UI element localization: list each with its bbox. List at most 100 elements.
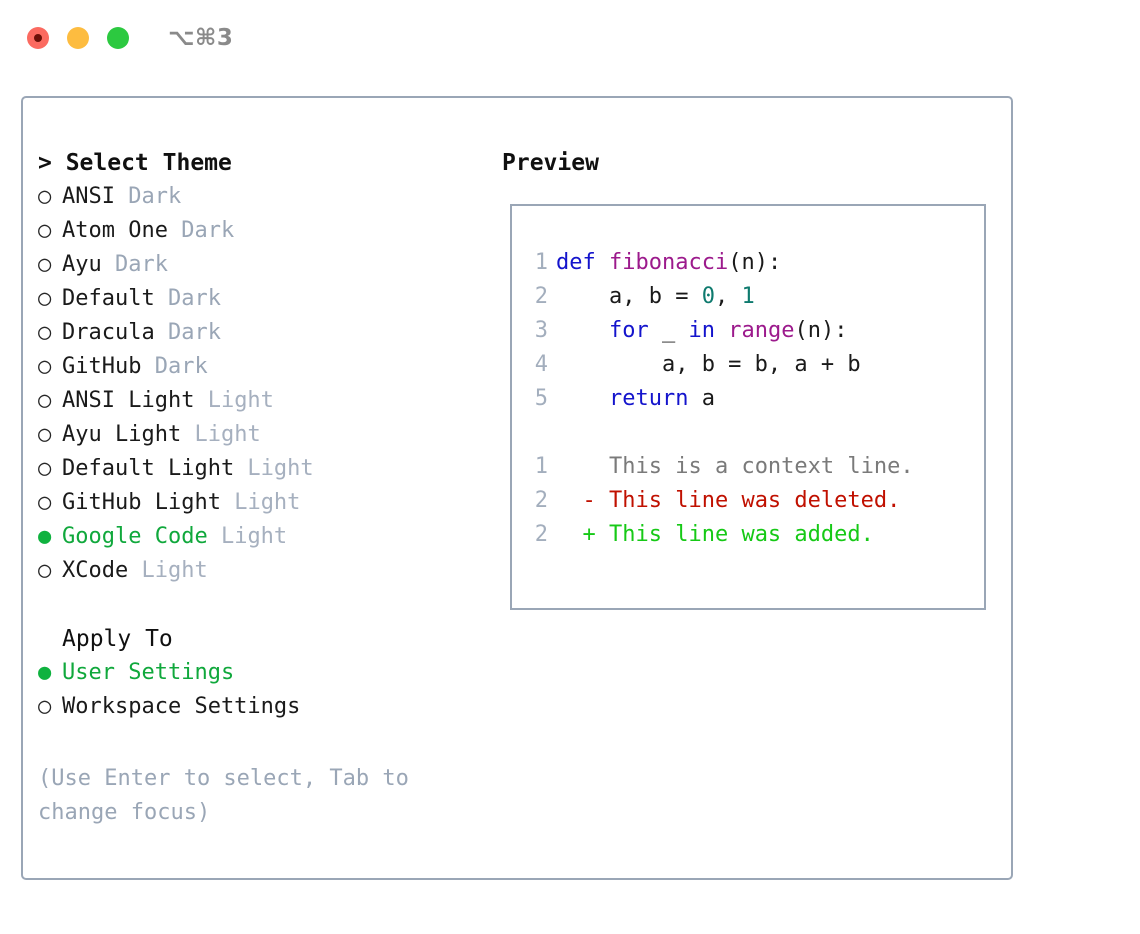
theme-option-4[interactable]: ○Dracula Dark [38,316,468,350]
theme-variant-tag: Dark [167,218,235,243]
code-token: a, b = b, a + b [556,352,861,377]
code-line: 5 return a [524,382,978,416]
theme-option-8[interactable]: ○ Default Light Light [38,452,468,486]
code-token: in [688,318,729,343]
line-number: 1 [534,250,548,275]
radio-unselected-icon: ○ [38,320,52,345]
theme-option-0[interactable]: ○ANSI Dark [38,180,468,214]
select-theme-heading: > Select Theme [38,150,232,176]
line-number: 3 [534,318,548,343]
code-token: 1 [741,284,755,309]
theme-option-label: Atom One [62,218,168,243]
line-number: 2 [534,284,548,309]
code-line: 4 a, b = b, a + b [524,348,978,382]
apply-to-option-list: ● User Settings ○ Workspace Settings [38,656,468,724]
theme-variant-tag: Dark [101,252,168,277]
diff-line-ctx: 1 This is a context line. [524,450,978,484]
diff-marker: + [556,522,596,547]
theme-variant-tag: Light [207,524,288,549]
theme-option-1[interactable]: ○ Atom One Dark [38,214,468,248]
theme-option-label: Default Light [62,456,235,481]
theme-option-label: Default [62,286,155,311]
main-panel: > Select Theme ○ANSI Dark○Atom One Dark○… [21,96,1013,880]
apply-to-heading: Apply To [62,626,173,652]
code-token: _ [661,318,689,343]
radio-unselected-icon: ○ [38,694,52,719]
radio-unselected-icon: ○ [38,388,52,413]
theme-option-label: Google Code [62,524,208,549]
code-token: (n): [794,318,848,343]
theme-variant-tag: Dark [154,320,221,345]
theme-option-6[interactable]: ○ ANSI Light Light [38,384,468,418]
radio-unselected-icon: ○ [38,558,52,583]
theme-option-9[interactable]: ○ GitHub Light Light [38,486,468,520]
code-token: a, b = [556,284,702,309]
close-window-button[interactable] [27,27,49,49]
theme-option-5[interactable]: ○ GitHub Dark [38,350,468,384]
line-number: 2 [534,488,548,513]
diff-line-add: 2 + This line was added. [524,518,978,552]
radio-selected-icon: ● [38,524,52,549]
line-number: 1 [534,454,548,479]
radio-unselected-icon: ○ [38,286,52,311]
minimize-window-button[interactable] [67,27,89,49]
theme-variant-tag: Dark [154,286,221,311]
radio-unselected-icon: ○ [38,354,52,379]
radio-unselected-icon: ○ [38,456,52,481]
theme-variant-tag: Light [181,422,261,447]
code-diff-separator [524,416,978,450]
theme-option-7[interactable]: ○ Ayu Light Light [38,418,468,452]
theme-variant-tag: Light [194,388,274,413]
theme-option-10[interactable]: ● Google Code Light [38,520,468,554]
theme-variant-tag: Dark [141,354,208,379]
line-number: 4 [534,352,548,377]
radio-unselected-icon: ○ [38,422,52,447]
radio-unselected-icon: ○ [38,218,52,243]
radio-unselected-icon: ○ [38,252,52,277]
radio-selected-icon: ● [38,660,52,685]
theme-option-label: GitHub [62,354,142,379]
code-token: , [714,284,742,309]
theme-picker-column: > Select Theme ○ANSI Dark○Atom One Dark○… [38,146,468,724]
theme-variant-tag: Light [234,456,314,481]
code-token: for [556,318,662,343]
radio-unselected-icon: ○ [38,490,52,515]
diff-marker [556,454,596,479]
apply-to-option-1[interactable]: ○ Workspace Settings [38,690,468,724]
theme-option-11[interactable]: ○XCode Light [38,554,468,588]
maximize-window-button[interactable] [107,27,129,49]
diff-text: This is a context line. [595,454,914,479]
theme-option-2[interactable]: ○ Ayu Dark [38,248,468,282]
code-token: a [701,386,715,411]
code-token: 0 [701,284,715,309]
code-line: 3 for _ in range(n): [524,314,978,348]
code-token: def [556,250,609,275]
diff-marker: - [556,488,596,513]
diff-text: This line was added. [595,522,874,547]
title-bar: ⌥⌘3 [0,0,1140,78]
theme-option-label: ANSI Light [62,388,195,413]
theme-option-3[interactable]: ○ Default Dark [38,282,468,316]
code-token: range [728,318,795,343]
code-token: return [556,386,702,411]
apply-to-option-label: Workspace Settings [62,694,301,719]
code-token: fibonacci [608,250,729,275]
code-line: 2 a, b = 0, 1 [524,280,978,314]
keyboard-shortcut-label: ⌥⌘3 [168,25,234,51]
radio-unselected-icon: ○ [38,184,52,209]
theme-option-label: GitHub Light [62,490,221,515]
diff-text: This line was deleted. [595,488,901,513]
theme-option-label: ANSI [62,184,115,209]
theme-variant-tag: Light [220,490,301,515]
apply-to-option-0[interactable]: ● User Settings [38,656,468,690]
theme-option-list: ○ ANSI Dark ○ Atom One Dark ○ Ayu Dark ○ Defaul… [38,180,468,588]
theme-option-label: Ayu Light [62,422,182,447]
apply-to-option-label: User Settings [62,660,235,685]
line-number: 2 [534,522,548,547]
theme-option-label: Ayu [62,252,102,277]
diff-line-del: 2 - This line was deleted. [524,484,978,518]
